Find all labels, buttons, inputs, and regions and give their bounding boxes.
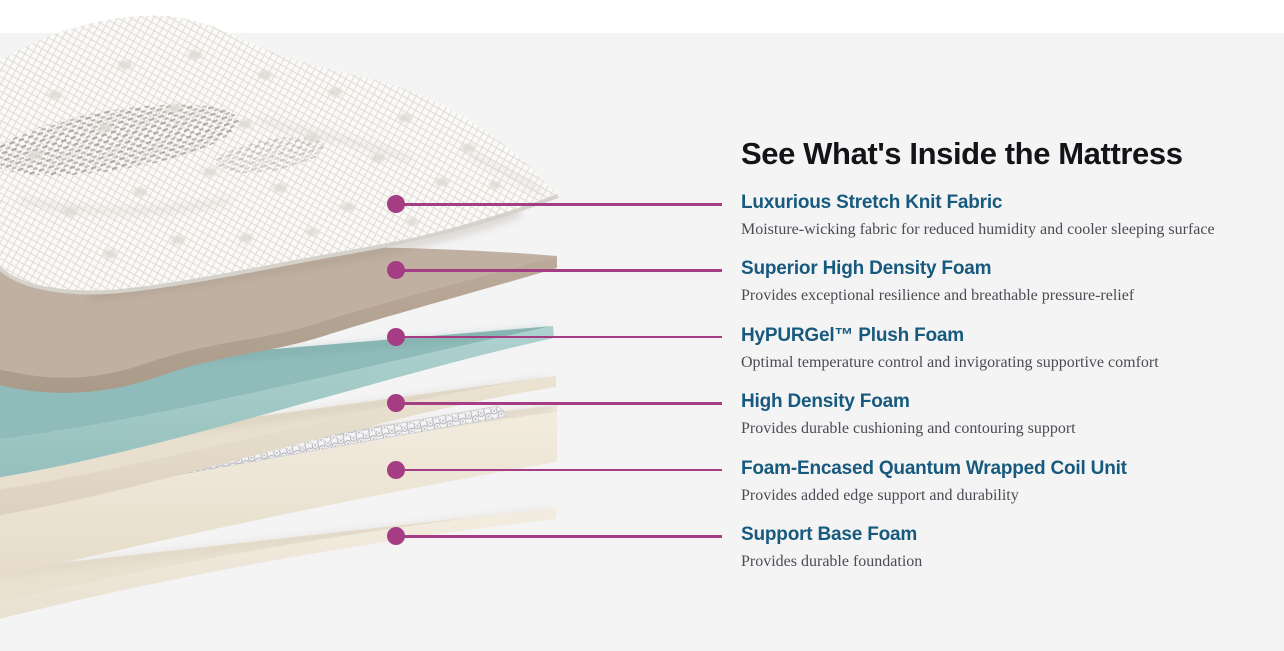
knit-fabric-layer-art <box>0 15 559 295</box>
layer-text: High Density Foam Provides durable cushi… <box>741 389 1276 440</box>
layer-text: Support Base Foam Provides durable found… <box>741 522 1276 573</box>
callout-line <box>396 535 722 538</box>
layer-text: Foam-Encased Quantum Wrapped Coil Unit P… <box>741 456 1276 507</box>
layer-description: Provides added edge support and durabili… <box>741 486 1019 504</box>
callout-line <box>396 203 722 206</box>
layer-text: HyPURGel™ Plush Foam Optimal temperature… <box>741 323 1276 374</box>
layer-name: Superior High Density Foam <box>741 258 992 280</box>
callout-line <box>396 269 722 272</box>
layer-name: Support Base Foam <box>741 524 918 545</box>
layer-description: Moisture-wicking fabric for reduced humi… <box>741 221 1215 238</box>
section-title: See What's Inside the Mattress <box>741 136 1183 171</box>
layer-name: HyPURGel™ Plush Foam <box>741 324 964 346</box>
layer-description: Provides durable foundation <box>741 553 923 570</box>
layer-name: Luxurious Stretch Knit Fabric <box>741 192 1003 213</box>
layer-name: High Density Foam <box>741 391 910 413</box>
layer-description: Provides exceptional resilience and brea… <box>741 287 1135 305</box>
layer-text: Luxurious Stretch Knit Fabric Moisture-w… <box>741 190 1276 241</box>
layer-description: Optimal temperature control and invigora… <box>741 353 1159 371</box>
callout-line <box>396 468 722 472</box>
callout-line <box>396 402 722 405</box>
callout-line <box>396 335 722 339</box>
mattress-illustration <box>0 15 559 619</box>
layer-name: Foam-Encased Quantum Wrapped Coil Unit <box>741 457 1127 479</box>
layer-description: Provides durable cushioning and contouri… <box>741 420 1076 438</box>
layer-text: Superior High Density Foam Provides exce… <box>741 256 1276 307</box>
